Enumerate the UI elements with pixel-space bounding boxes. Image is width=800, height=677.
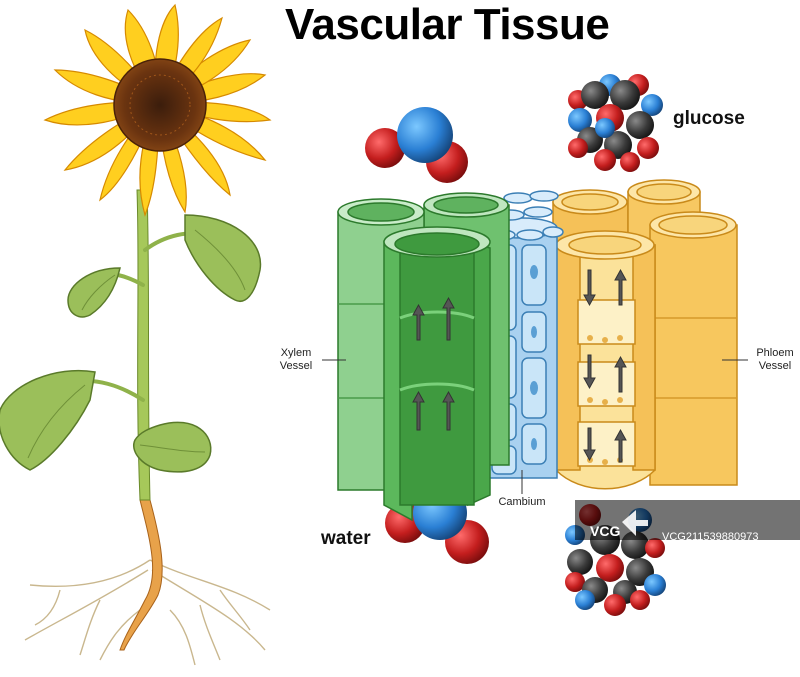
leaf-veins	[27, 229, 246, 459]
glucose-molecule-top	[568, 74, 663, 172]
phloem-flow-arrows	[583, 268, 627, 463]
label-cambium: Cambium	[498, 496, 546, 508]
leaf	[133, 421, 212, 473]
phloem-tube-right	[649, 211, 738, 486]
page-title: Vascular Tissue	[285, 0, 610, 49]
watermark-id: VCG211539880973	[662, 531, 759, 543]
water-molecule-top	[365, 107, 468, 183]
flower-center	[113, 58, 207, 152]
label-leader-lines	[322, 359, 748, 494]
leaves	[0, 214, 262, 473]
leaf	[184, 214, 262, 302]
watermark-logo: VCG	[590, 523, 620, 539]
vcg-watermark: VCG	[575, 500, 800, 540]
sunflower-plant-illustration	[0, 3, 272, 666]
phloem-tube-cutaway	[555, 230, 656, 490]
xylem-flow-arrows	[412, 296, 455, 431]
label-glucose: glucose	[673, 108, 745, 129]
leaf	[0, 369, 96, 471]
xylem-vessels	[337, 192, 510, 522]
label-xylem-vessel: Xylem Vessel	[279, 347, 313, 372]
label-water: water	[321, 528, 371, 549]
flower-center-ring	[129, 74, 191, 136]
label-phloem-vessel: Phloem Vessel	[756, 347, 794, 372]
roots	[24, 559, 271, 666]
taproot	[119, 499, 163, 651]
